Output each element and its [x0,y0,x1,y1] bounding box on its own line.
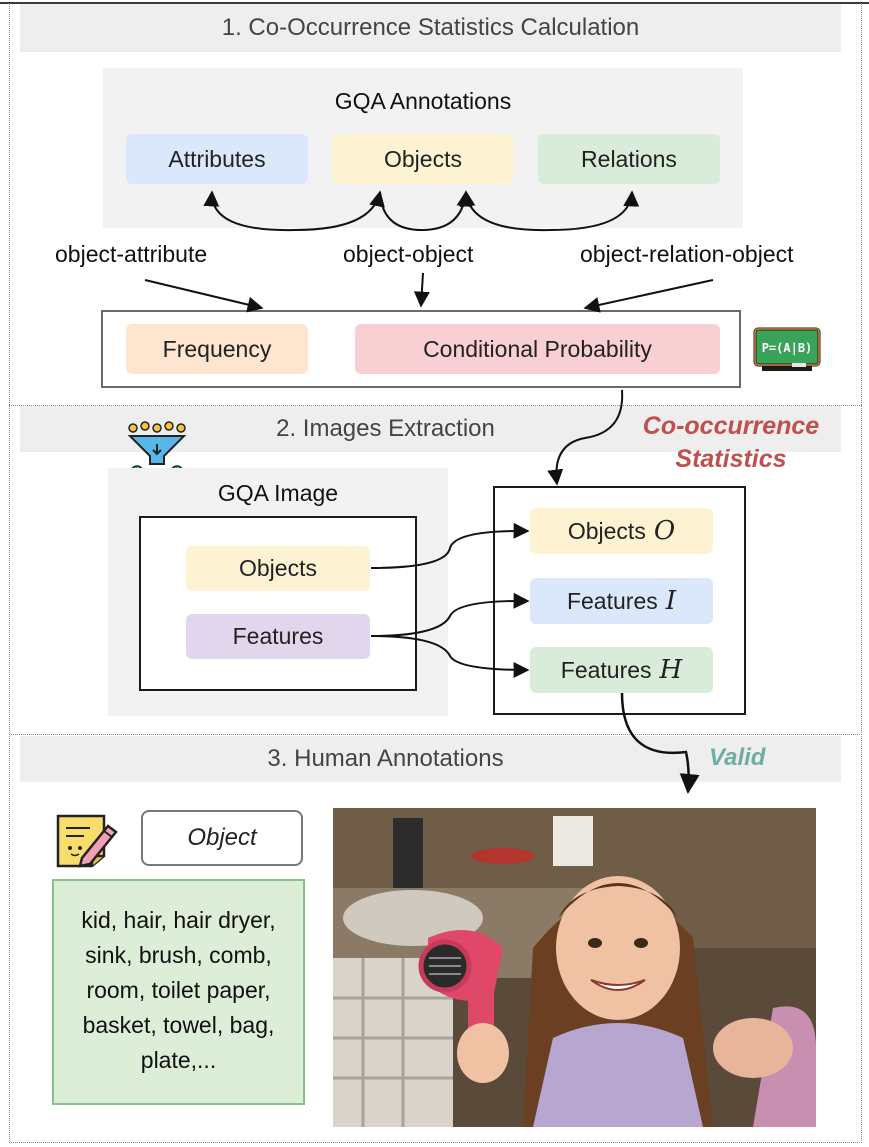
arrow-features-i [370,592,530,637]
attributes-box: Attributes [126,134,308,184]
section-divider-2 [9,734,862,735]
section-title-3: 3. Human Annotations [20,736,841,782]
object-list-line-3: room, toilet paper, [86,977,271,1003]
object-relation-object-label: object-relation-object [580,241,794,267]
arrow-features-h [370,635,530,678]
object-attribute-label: object-attribute [55,241,208,267]
conditional-probability-box: Conditional Probability [355,324,720,374]
frequency-box: Frequency [126,324,308,374]
arrow-obj-obj [379,190,473,232]
arrow-cooccurrence [547,389,624,486]
output-objects-o: Objects O [530,508,713,554]
object-list-line-1: kid, hair, hair dryer, [81,907,276,933]
output-features-i: Features I [530,578,713,624]
object-object-label: object-object [343,241,474,267]
cooccurrence-statistics-label: Co-occurrence Statistics [626,410,836,476]
arrow-object-attribute [144,279,264,313]
object-list-line-5: plate,... [140,1047,217,1073]
cooccurrence-line-1: Co-occurrence [642,412,820,440]
gqa-image-title: GQA Image [217,479,339,506]
gqa-annotations-title: GQA Annotations [334,87,512,114]
outer-frame [9,3,862,1143]
output-features-h: Features H [530,647,713,693]
formula-text: P=(A|B) [762,341,813,355]
arrow-attr-obj [203,190,385,232]
relations-box: Relations [538,134,720,184]
image-objects-box: Objects [186,546,370,591]
cooccurrence-line-2: Statistics [675,445,787,473]
object-list-box: kid, hair, hair dryer, sink, brush, comb… [52,879,305,1105]
output-objects-var: O [653,516,676,546]
image-features-box: Features [186,614,370,659]
formula-board-icon: P=(A|B) [752,326,822,374]
gqa-image-box [139,516,417,691]
top-border [0,2,869,4]
output-features-i-label: Features [566,587,658,614]
valid-label: Valid [709,744,766,771]
objects-box: Objects [332,134,514,184]
object-list-line-4: basket, towel, bag, [82,1012,275,1038]
photo-girl-hair-dryer [333,808,816,1127]
arrow-obj-rel [459,190,640,232]
object-tag: Object [141,810,303,866]
object-list-line-2: sink, brush, comb, [85,942,272,968]
section-divider-1 [9,405,862,406]
output-features-i-var: I [665,586,677,616]
output-objects-label: Objects [567,517,646,544]
output-features-h-var: H [659,655,683,685]
arrow-object-object [413,272,430,308]
arrow-valid [620,692,700,794]
section-title-1: 1. Co-Occurrence Statistics Calculation [20,4,841,52]
arrow-object-relation-object [583,279,714,313]
arrow-objects-o [370,522,530,569]
output-features-h-label: Features [560,656,652,683]
sticky-note-pencil-icon [54,812,120,870]
